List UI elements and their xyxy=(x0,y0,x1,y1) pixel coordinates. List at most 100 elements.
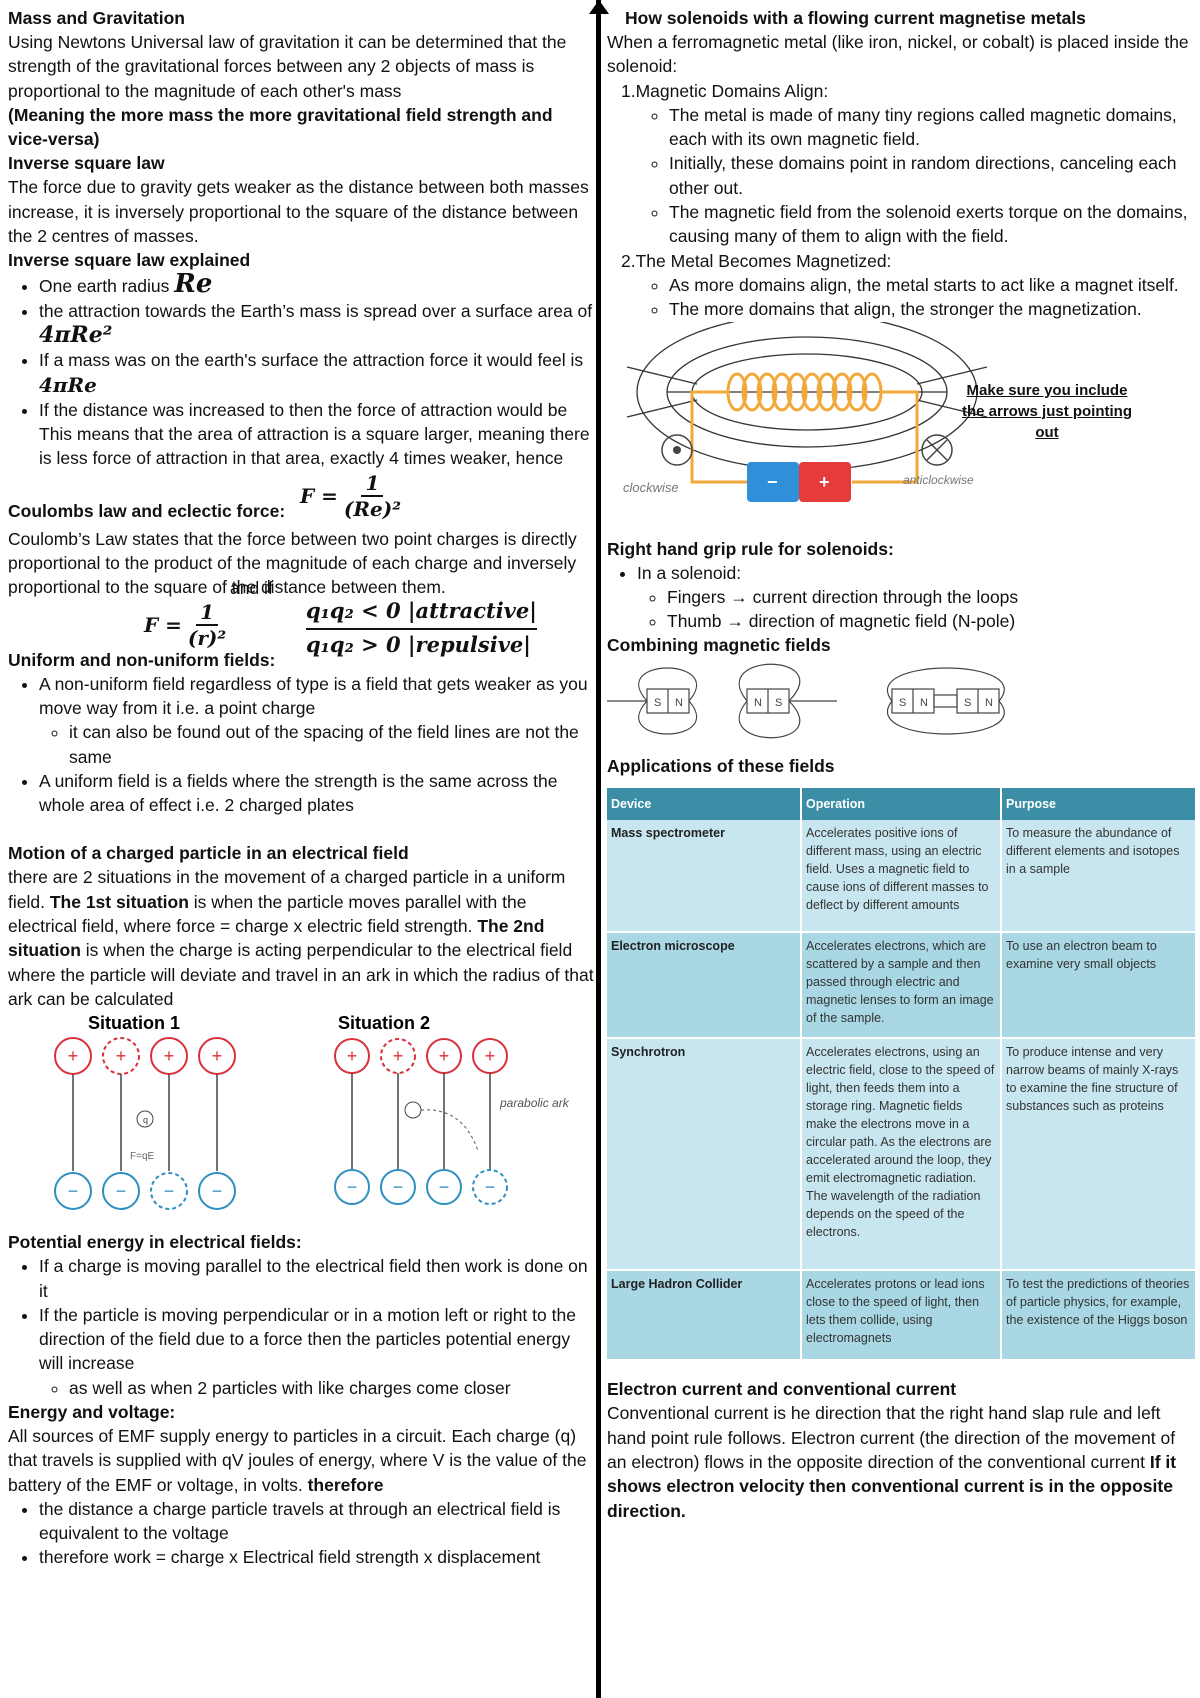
uniform-list: A non-uniform field regardless of type i… xyxy=(8,672,596,818)
svg-text:+: + xyxy=(212,1046,223,1066)
left-column: Mass and Gravitation Using Newtons Unive… xyxy=(8,6,596,1570)
list-item: In a solenoid: xyxy=(637,561,1197,585)
list-item: therefore work = charge x Electrical fie… xyxy=(39,1545,596,1569)
situation1-label: Situation 1 xyxy=(88,1013,180,1033)
grip-list: In a solenoid: Fingers → current directi… xyxy=(607,561,1197,634)
column-header: Device xyxy=(607,788,802,821)
list-item: If the particle is moving perpendicular … xyxy=(39,1303,596,1376)
parabolic-label: parabolic ark xyxy=(499,1096,570,1110)
list-item: A non-uniform field regardless of type i… xyxy=(39,672,596,721)
situation2-label: Situation 2 xyxy=(338,1013,430,1033)
svg-text:S: S xyxy=(775,697,782,709)
list-item: If a mass was on the earth's surface the… xyxy=(39,348,596,398)
column-divider xyxy=(596,0,601,1698)
electron-heading: Electron current and conventional curren… xyxy=(607,1379,957,1400)
coulomb-formula-row: F = 1(r)² and if q₁q₂ < 0 |attractive| q… xyxy=(8,578,596,657)
solenoid-diagram: − + clockwise anticlockwise xyxy=(623,321,987,502)
column-header: Operation xyxy=(801,788,1002,821)
inverse-heading: Inverse square law xyxy=(8,153,165,174)
svg-text:+: + xyxy=(68,1046,79,1066)
grip-heading: Right hand grip rule for solenoids: xyxy=(607,538,894,559)
column-header: Purpose xyxy=(1001,788,1197,821)
uniform-heading: Uniform and non-uniform fields: xyxy=(8,649,276,670)
svg-text:−: − xyxy=(116,1181,127,1201)
math-force: 4πRe xyxy=(39,372,97,397)
situation1-positive-plate xyxy=(54,1037,236,1076)
list-item: The magnetic field from the solenoid exe… xyxy=(669,200,1197,249)
svg-text:N: N xyxy=(675,697,683,709)
situation1-charge xyxy=(136,1110,154,1128)
svg-text:−: − xyxy=(767,472,778,492)
arrows-note: Make sure you include the arrows just po… xyxy=(962,381,1133,441)
inverse-square-formula: F = 1(Re)² xyxy=(300,470,401,521)
force-label: F=qE xyxy=(130,1151,155,1162)
mass-heading: Mass and Gravitation xyxy=(8,8,185,28)
potential-heading: Potential energy in electrical fields: xyxy=(8,1232,302,1253)
mass-text: Using Newtons Universal law of gravitati… xyxy=(8,32,567,101)
situation2-charge xyxy=(404,1101,422,1119)
table-header-row: Device Operation Purpose xyxy=(607,788,1197,821)
svg-text:−: − xyxy=(347,1177,358,1197)
list-item: Initially, these domains point in random… xyxy=(669,151,1197,200)
charge-sign-rules: q₁q₂ < 0 |attractive| q₁q₂ > 0 |repulsiv… xyxy=(306,597,537,657)
svg-text:+: + xyxy=(116,1046,127,1066)
svg-text:+: + xyxy=(439,1046,450,1066)
anticlockwise-label: anticlockwise xyxy=(903,473,974,487)
situation2-positive-plate xyxy=(334,1038,508,1075)
solenoid-intro: When a ferromagnetic metal (like iron, n… xyxy=(607,32,1189,77)
svg-text:+: + xyxy=(347,1046,358,1066)
list-item: If a charge is moving parallel to the el… xyxy=(39,1254,596,1303)
step1-label: 1.Magnetic Domains Align: xyxy=(621,80,829,101)
combining-heading: Combining magnetic fields xyxy=(607,635,831,656)
svg-text:N: N xyxy=(920,697,928,709)
svg-text:−: − xyxy=(164,1181,175,1201)
list-item: A uniform field is a fields where the st… xyxy=(39,769,596,818)
situation2-field-lines xyxy=(351,1073,491,1172)
svg-text:S: S xyxy=(899,697,906,709)
situation1-negative-plate xyxy=(54,1172,236,1211)
list-item: As more domains align, the metal starts … xyxy=(669,273,1197,297)
situation2-negative-plate xyxy=(334,1169,508,1206)
motion-text: there are 2 situations in the movement o… xyxy=(8,867,594,1009)
parabolic-path xyxy=(420,1109,479,1152)
list-item: One earth radius Re xyxy=(39,269,596,300)
charged-particle-figure: Situation 1 Situation 2 ++++ q F=qE −−−−… xyxy=(54,1013,570,1211)
energy-text: All sources of EMF supply energy to part… xyxy=(8,1425,587,1495)
list-item: If the distance was increased to then th… xyxy=(39,398,596,471)
right-column: How solenoids with a flowing current mag… xyxy=(607,6,1197,1523)
svg-text:−: − xyxy=(393,1177,404,1197)
coulomb-row: Coulombs law and eclectic force: F = 1(R… xyxy=(8,471,596,527)
math-area: 4πRe² xyxy=(39,321,113,348)
list-item: The metal is made of many tiny regions c… xyxy=(669,103,1197,152)
energy-list: the distance a charge particle travels a… xyxy=(8,1497,596,1570)
list-item: it can also be found out of the spacing … xyxy=(69,720,596,769)
svg-text:S: S xyxy=(964,697,971,709)
explained-list: One earth radius Re the attraction towar… xyxy=(8,269,596,471)
math-re: Re xyxy=(174,269,213,300)
energy-heading: Energy and voltage: xyxy=(8,1401,176,1422)
potential-list: If a charge is moving parallel to the el… xyxy=(8,1254,596,1400)
svg-text:−: − xyxy=(212,1181,223,1201)
list-item: The more domains that align, the stronge… xyxy=(669,297,1197,321)
battery-negative xyxy=(747,461,799,502)
coulomb-text: Coulomb’s Law states that the force betw… xyxy=(8,528,577,598)
svg-text:−: − xyxy=(485,1177,496,1197)
list-item: Fingers → current direction through the … xyxy=(667,585,1197,609)
divider-arrow-icon xyxy=(589,0,609,14)
list-item: Thumb → direction of magnetic field (N-p… xyxy=(667,609,1197,633)
applications-heading: Applications of these fields xyxy=(607,756,835,777)
inverse-text: The force due to gravity gets weaker as … xyxy=(8,177,589,247)
step2-list: As more domains align, the metal starts … xyxy=(607,273,1197,322)
clockwise-label: clockwise xyxy=(623,480,679,495)
svg-text:N: N xyxy=(754,697,762,709)
svg-text:+: + xyxy=(164,1046,175,1066)
coulomb-formula: F = 1(r)² xyxy=(144,599,227,650)
explained-heading: Inverse square law explained xyxy=(8,250,251,271)
solenoid-figure-row: − + clockwise anticlockwise Make sure yo… xyxy=(607,321,1197,537)
and-if-label: and if xyxy=(230,577,273,598)
